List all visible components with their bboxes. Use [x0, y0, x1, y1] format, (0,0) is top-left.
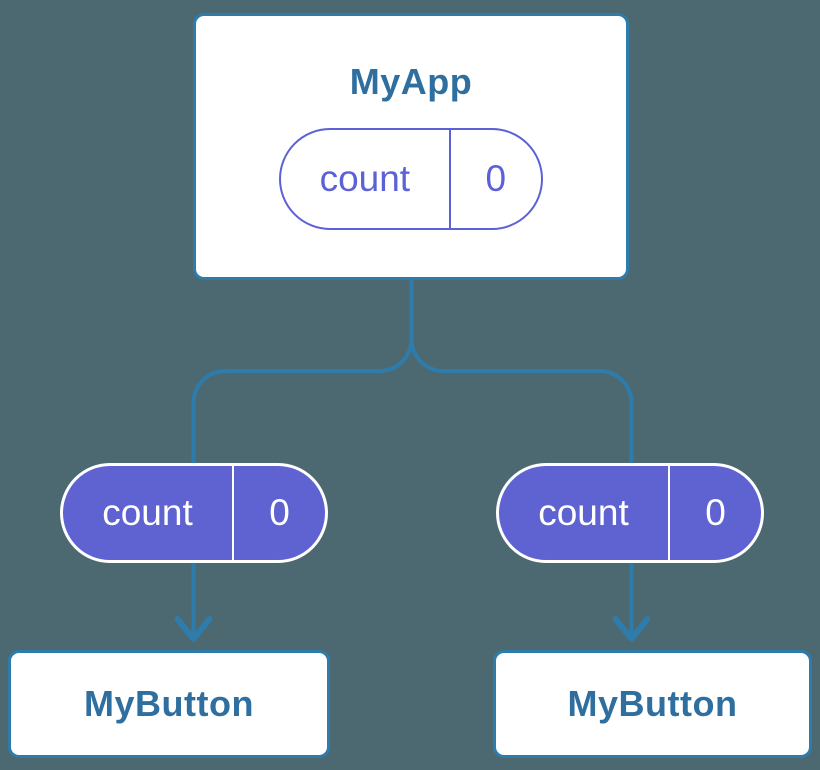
right-branch-line: [409, 338, 634, 637]
prop-pill-left: count 0: [60, 463, 328, 563]
prop-pill-right: count 0: [496, 463, 764, 563]
left-arrowhead-icon: [174, 616, 213, 642]
component-title-mybutton-left: MyButton: [84, 683, 254, 724]
component-title-myapp: MyApp: [349, 61, 473, 102]
state-pill-value: 0: [448, 130, 541, 228]
prop-pill-value: 0: [231, 466, 325, 560]
left-branch-line: [191, 338, 414, 637]
prop-pill-label: count: [538, 492, 629, 533]
component-card-mybutton-right: MyButton: [493, 650, 812, 758]
prop-pill-value: 0: [667, 466, 761, 560]
component-card-mybutton-left: MyButton: [8, 650, 330, 758]
prop-pill-label: count: [102, 492, 193, 533]
component-card-myapp: MyApp count 0: [193, 13, 629, 280]
state-pill-myapp: count 0: [279, 128, 543, 230]
right-arrowhead-icon: [612, 616, 651, 642]
state-pill-label: count: [319, 158, 411, 199]
component-title-mybutton-right: MyButton: [567, 683, 738, 724]
